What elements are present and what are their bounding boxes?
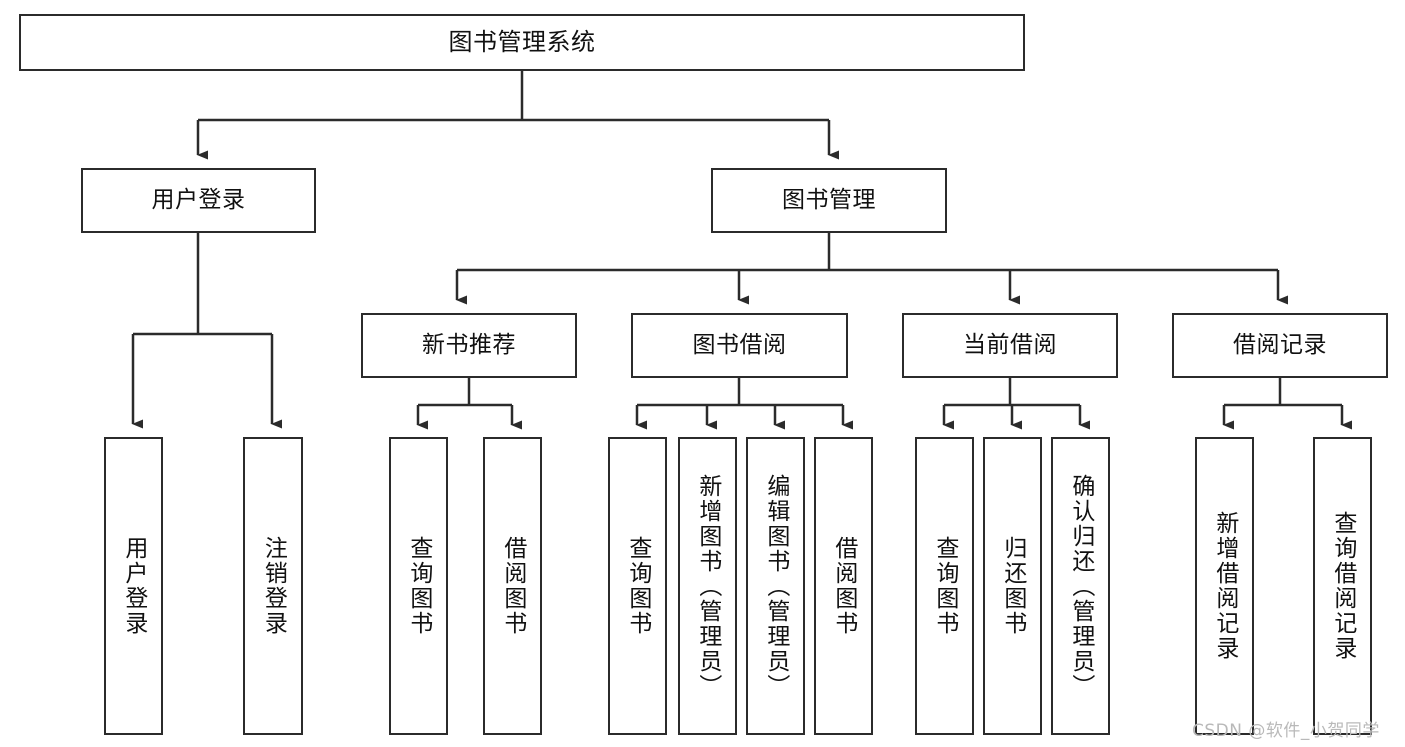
node-book-management[interactable]: 图书管理 xyxy=(711,168,947,233)
node-root-system[interactable]: 图书管理系统 xyxy=(19,14,1025,71)
csdn-watermark: CSDN @软件_小贺同学 xyxy=(1192,721,1380,741)
leaf-label: 借阅图书 xyxy=(499,536,526,636)
leaf-label: 归还图书 xyxy=(999,536,1026,636)
leaf-add-borrow-record[interactable]: 新增借阅记录 xyxy=(1195,437,1254,735)
leaf-label: 查询图书 xyxy=(624,536,651,636)
leaf-label: 借阅图书 xyxy=(830,536,857,636)
node-borrow-records[interactable]: 借阅记录 xyxy=(1172,313,1388,378)
leaf-label: 注销登录 xyxy=(260,536,287,636)
leaf-label: 查询图书 xyxy=(405,536,432,636)
leaf-label: 确认归还（管理员） xyxy=(1067,473,1094,699)
leaf-user-logout[interactable]: 注销登录 xyxy=(243,437,303,735)
leaf-label: 新增图书（管理员） xyxy=(694,473,721,699)
leaf-confirm-return-admin[interactable]: 确认归还（管理员） xyxy=(1051,437,1110,735)
leaf-add-book-admin[interactable]: 新增图书（管理员） xyxy=(678,437,737,735)
node-user-login[interactable]: 用户登录 xyxy=(81,168,316,233)
leaf-user-login[interactable]: 用户登录 xyxy=(104,437,163,735)
leaf-borrow-book-new[interactable]: 借阅图书 xyxy=(483,437,542,735)
leaf-query-book-new[interactable]: 查询图书 xyxy=(389,437,448,735)
leaf-query-borrow-record[interactable]: 查询借阅记录 xyxy=(1313,437,1372,735)
leaf-return-book[interactable]: 归还图书 xyxy=(983,437,1042,735)
leaf-label: 查询借阅记录 xyxy=(1329,511,1356,661)
leaf-edit-book-admin[interactable]: 编辑图书（管理员） xyxy=(746,437,805,735)
leaf-label: 用户登录 xyxy=(120,536,147,636)
node-current-borrow[interactable]: 当前借阅 xyxy=(902,313,1118,378)
leaf-label: 新增借阅记录 xyxy=(1211,511,1238,661)
leaf-query-book-current[interactable]: 查询图书 xyxy=(915,437,974,735)
leaf-label: 编辑图书（管理员） xyxy=(762,473,789,699)
leaf-query-book-borrow[interactable]: 查询图书 xyxy=(608,437,667,735)
leaf-borrow-book[interactable]: 借阅图书 xyxy=(814,437,873,735)
leaf-label: 查询图书 xyxy=(931,536,958,636)
node-new-book-recommend[interactable]: 新书推荐 xyxy=(361,313,577,378)
node-book-borrow[interactable]: 图书借阅 xyxy=(631,313,848,378)
